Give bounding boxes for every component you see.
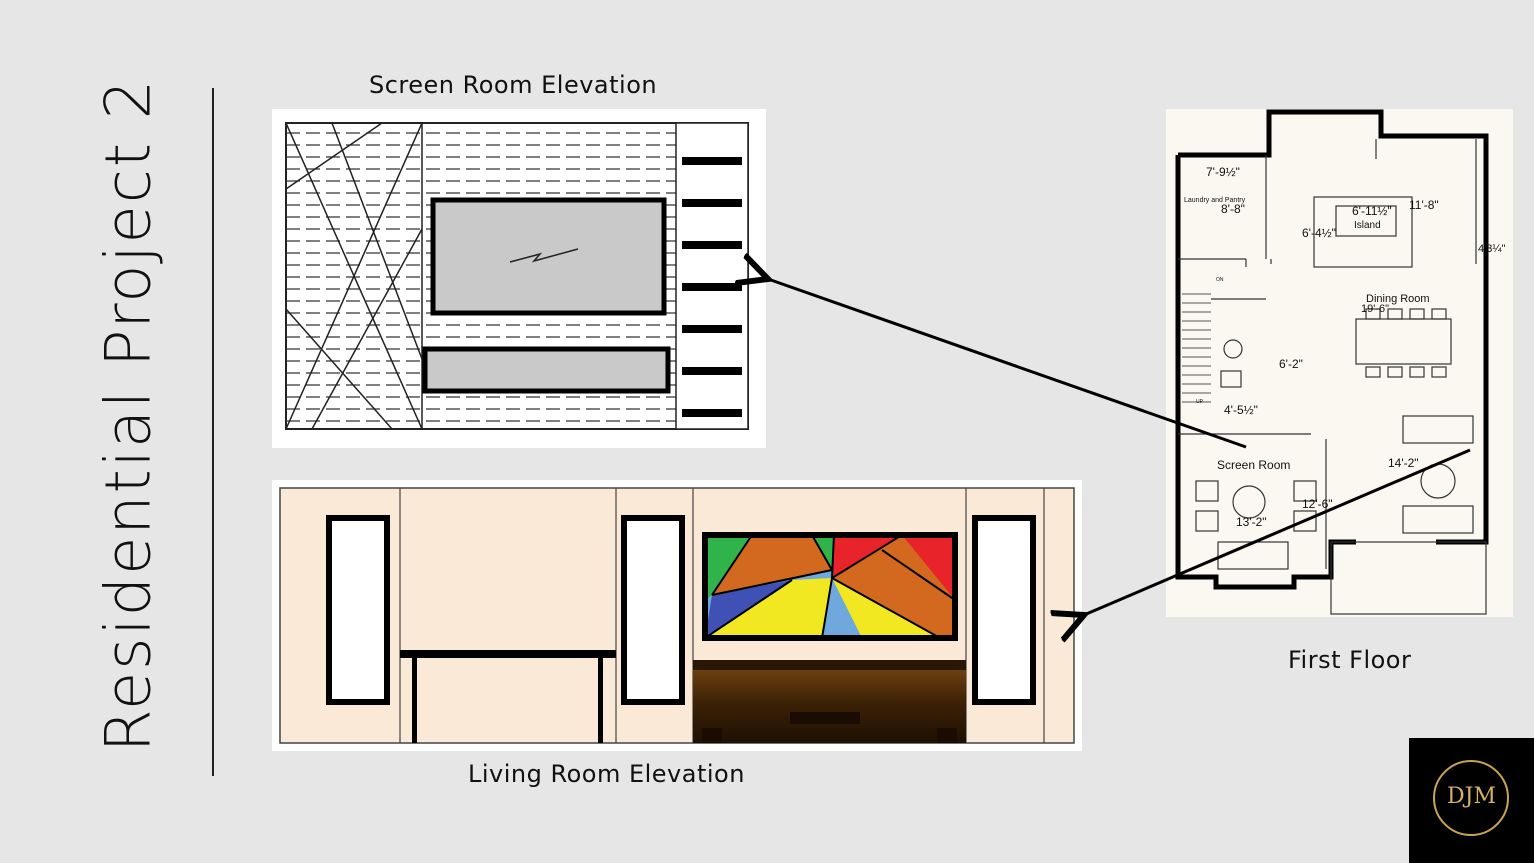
stair-up-label: UP — [1196, 399, 1204, 405]
living-room-elevation-image — [272, 480, 1082, 751]
bath-dimension: 6'-2" — [1279, 357, 1303, 371]
living-length-dimension: 12'-6" — [1302, 497, 1333, 511]
screen-room-caption: Screen Room Elevation — [369, 71, 658, 99]
side-dimension: 4'3¼" — [1478, 243, 1506, 255]
dining-room-label: Dining Room — [1366, 293, 1430, 305]
island-dimension: 6'-11½" — [1352, 204, 1392, 218]
screen-room-elevation-image — [272, 109, 766, 448]
living-width-dimension: 14'-2" — [1388, 456, 1419, 470]
screen-room-label: Screen Room — [1217, 458, 1290, 472]
kitchen-dimension: 11'-8" — [1409, 198, 1439, 212]
arrow-to-living-room — [1084, 448, 1471, 615]
dim-laundry-length: 8'-8" — [1221, 202, 1245, 216]
laundry-label: Laundry and Pantry — [1184, 197, 1246, 204]
title-divider — [212, 88, 214, 776]
first-floor-plan-image: 7'-9½" Laundry and Pantry 8'-8" 6'-11½" … — [1166, 109, 1513, 617]
arrow-to-screen-room — [768, 279, 1247, 449]
island-depth-dimension: 6'-4½" — [1302, 226, 1336, 240]
logo-letters: DJM — [1447, 784, 1496, 809]
brand-logo: DJM — [1409, 738, 1534, 863]
screen-room-dimension: 13'-2" — [1236, 515, 1267, 529]
logo-ring-icon — [1433, 760, 1509, 836]
living-room-caption: Living Room Elevation — [468, 760, 745, 788]
dim-laundry-width: 7'-9½" — [1206, 165, 1240, 179]
bath-width-dimension: 4'-5½" — [1224, 403, 1258, 417]
first-floor-caption: First Floor — [1288, 646, 1412, 674]
dining-dimension: 19'-6" — [1361, 303, 1389, 315]
island-label: Island — [1354, 220, 1381, 231]
stained-glass-art — [702, 532, 958, 641]
stair-on-label: ON — [1216, 277, 1224, 283]
